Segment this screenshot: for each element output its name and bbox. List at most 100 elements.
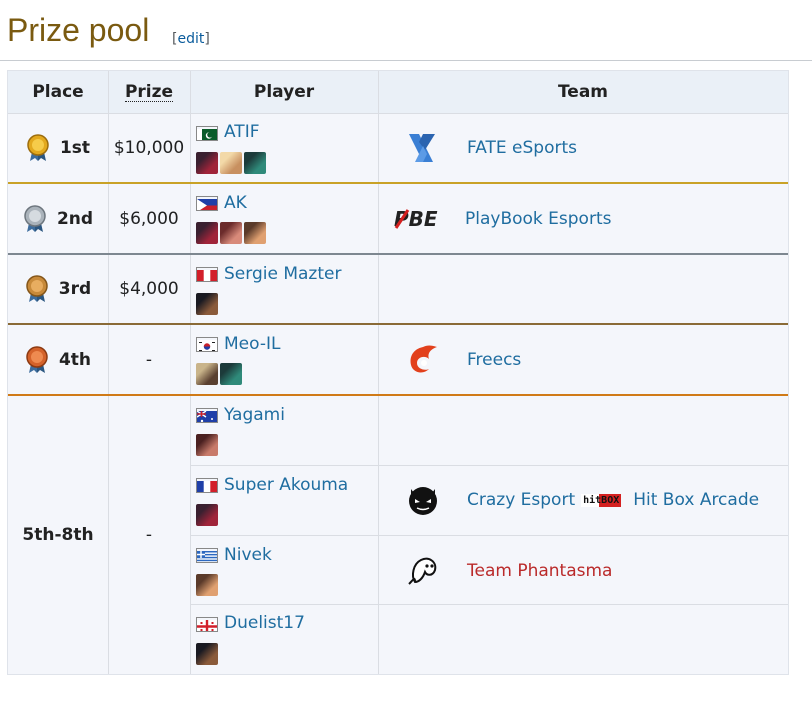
team-name-link[interactable]: Hit Box Arcade bbox=[633, 490, 760, 510]
team-name-link[interactable]: Team Phantasma bbox=[467, 561, 613, 581]
character-icon bbox=[244, 152, 266, 174]
player-entry: Duelist17 bbox=[190, 605, 378, 674]
player-entry: Nivek bbox=[190, 536, 378, 604]
team-entry: Team Phantasma bbox=[401, 554, 612, 588]
character-icons bbox=[196, 152, 266, 174]
philippines-flag-icon bbox=[196, 196, 218, 211]
fate-esports-logo-icon bbox=[401, 131, 445, 165]
character-icon bbox=[196, 293, 218, 315]
team-name-link[interactable]: Freecs bbox=[467, 350, 522, 370]
place-cell: 1st bbox=[8, 114, 108, 182]
edit-section: [edit] bbox=[172, 31, 210, 47]
row-border-bronze bbox=[8, 323, 788, 325]
place-cell: 3rd bbox=[8, 255, 108, 323]
player-name-link[interactable]: Yagami bbox=[224, 405, 285, 425]
place-label: 3rd bbox=[58, 279, 92, 299]
player-entry: Meo-IL bbox=[190, 325, 378, 394]
place-cell: 4th bbox=[8, 325, 108, 394]
player-entry: Sergie Mazter bbox=[190, 255, 378, 323]
player-name-link[interactable]: Super Akouma bbox=[224, 475, 349, 495]
player-name-link[interactable]: Nivek bbox=[224, 545, 272, 565]
prize-pool-table: Place Prize Player Team 1st $10,000 ATIF… bbox=[7, 70, 789, 675]
player-name-link[interactable]: Meo-IL bbox=[224, 334, 281, 354]
character-icons bbox=[196, 643, 218, 665]
fourth-place-medal-icon bbox=[25, 345, 49, 374]
silver-medal-icon bbox=[23, 204, 47, 233]
team-name-link[interactable]: PlayBook Esports bbox=[465, 209, 612, 229]
prize-cell: $4,000 bbox=[119, 279, 179, 299]
divider bbox=[190, 465, 788, 466]
header-prize: Prize bbox=[108, 71, 190, 113]
character-icons bbox=[196, 363, 242, 385]
character-icon bbox=[220, 152, 242, 174]
edit-bracket-close: ] bbox=[204, 31, 210, 47]
player-entry: Yagami bbox=[190, 396, 378, 465]
edit-bracket-open: [ bbox=[172, 31, 178, 47]
page-title: Prize pool bbox=[7, 12, 150, 48]
france-flag-icon bbox=[196, 478, 218, 493]
character-icons bbox=[196, 574, 218, 596]
player-name-link[interactable]: ATIF bbox=[224, 122, 260, 142]
freecs-logo-icon bbox=[401, 343, 445, 377]
player-entry: AK bbox=[190, 184, 378, 253]
character-icons bbox=[196, 293, 218, 315]
character-icon bbox=[220, 363, 242, 385]
row-border-gold bbox=[8, 182, 788, 184]
divider bbox=[108, 71, 109, 674]
player-name-link[interactable]: Sergie Mazter bbox=[224, 264, 342, 284]
georgia-flag-icon bbox=[196, 617, 218, 632]
divider bbox=[190, 71, 191, 674]
prize-cell: - bbox=[145, 525, 153, 545]
character-icons bbox=[196, 434, 218, 456]
header-player: Player bbox=[190, 71, 378, 113]
divider bbox=[378, 71, 379, 674]
gold-medal-icon bbox=[26, 134, 50, 162]
hitbox-logo-text: hitBOX bbox=[581, 493, 622, 507]
greece-flag-icon bbox=[196, 548, 218, 563]
player-entry: Super Akouma bbox=[190, 466, 378, 535]
australia-flag-icon bbox=[196, 408, 218, 423]
place-cell: 2nd bbox=[8, 184, 108, 253]
character-icon bbox=[220, 222, 242, 244]
team-name-link[interactable]: FATE eSports bbox=[467, 138, 578, 158]
prize-cell: $6,000 bbox=[119, 208, 179, 229]
player-name-link[interactable]: AK bbox=[224, 193, 247, 213]
section-heading-bar: Prize pool [edit] bbox=[0, 0, 812, 61]
team-entry: Crazy Esport hitBOX Hit Box Arcade bbox=[401, 483, 759, 517]
character-icons bbox=[196, 222, 266, 244]
character-icons bbox=[196, 504, 218, 526]
header-team: Team bbox=[378, 71, 788, 113]
character-icon bbox=[196, 574, 218, 596]
prize-cell: - bbox=[145, 349, 153, 370]
character-icon bbox=[196, 363, 218, 385]
divider bbox=[8, 113, 788, 114]
hitbox-logo-icon: hitBOX bbox=[581, 493, 622, 507]
pakistan-flag-icon bbox=[196, 126, 218, 141]
header-place: Place bbox=[8, 71, 108, 113]
divider bbox=[190, 604, 788, 605]
south-korea-flag-icon bbox=[196, 337, 218, 352]
place-cell: 5th-8th bbox=[22, 525, 94, 545]
player-entry: ATIF bbox=[190, 114, 378, 182]
peru-flag-icon bbox=[196, 267, 218, 282]
team-entry: Freecs bbox=[401, 343, 521, 377]
prize-cell: $10,000 bbox=[113, 138, 185, 158]
crazy-esport-logo-icon bbox=[401, 483, 445, 517]
team-entry: FATE eSports bbox=[401, 131, 577, 165]
place-label: 4th bbox=[58, 349, 92, 370]
place-label: 2nd bbox=[56, 208, 94, 229]
character-icon bbox=[196, 222, 218, 244]
phantasma-logo-icon bbox=[401, 554, 445, 588]
row-border-silver bbox=[8, 253, 788, 255]
header-prize-label[interactable]: Prize bbox=[124, 81, 174, 102]
character-icon bbox=[196, 152, 218, 174]
playbook-esports-logo-icon: PBE bbox=[394, 202, 450, 236]
team-name-link[interactable]: Crazy Esport bbox=[467, 490, 576, 510]
team-entry: PBE PlayBook Esports bbox=[394, 202, 611, 236]
edit-link[interactable]: edit bbox=[177, 31, 205, 47]
player-name-link[interactable]: Duelist17 bbox=[224, 613, 305, 633]
character-icon bbox=[196, 643, 218, 665]
bronze-medal-icon bbox=[25, 275, 49, 303]
character-icon bbox=[196, 434, 218, 456]
place-label: 1st bbox=[59, 138, 91, 158]
